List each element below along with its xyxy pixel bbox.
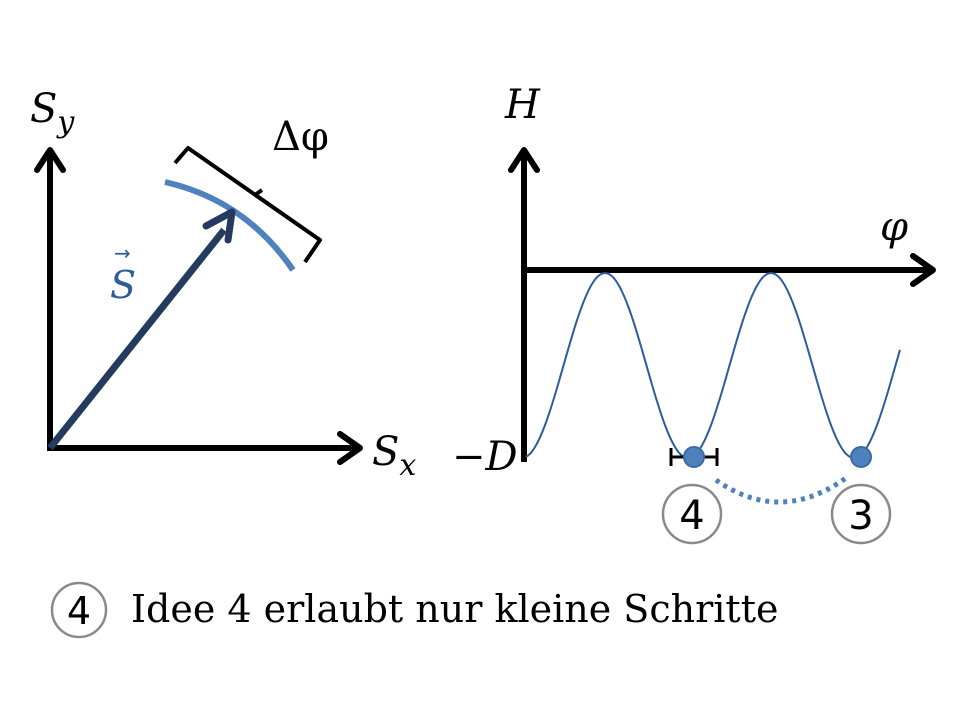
phi-axis-arrowhead — [910, 253, 936, 287]
delta-phi-label: Δφ — [272, 114, 329, 160]
phi-axis-label: φ — [880, 204, 908, 250]
sy-axis-label: Sy — [30, 86, 75, 140]
sy-axis-arrowhead — [34, 147, 66, 173]
caption-number: 4 — [67, 589, 91, 633]
sx-axis-subscript: x — [399, 448, 416, 483]
delta-phi-bracket — [173, 146, 322, 264]
spin-vector-diagram: Sy Sx S → Δφ — [30, 86, 416, 483]
idea-3-number: 3 — [848, 493, 873, 539]
caption: 4 Idee 4 erlaubt nur kleine Schritte — [50, 581, 778, 639]
caption-text: Idee 4 erlaubt nur kleine Schritte — [131, 587, 778, 631]
idea-4-circle — [661, 483, 723, 545]
orientation-arc — [164, 179, 296, 272]
sx-axis-label: Sx — [372, 429, 416, 483]
caption-number-circle — [50, 581, 108, 639]
spin-vector-label-arrow: → — [114, 241, 131, 265]
state-marker-3 — [850, 446, 872, 468]
sy-axis-subscript: y — [55, 105, 75, 140]
energy-curve — [525, 272, 901, 460]
spin-vector-label: S — [110, 263, 136, 307]
energy-landscape-diagram: H φ −D 4 3 — [452, 82, 936, 545]
sx-axis-arrowhead — [337, 431, 363, 465]
minus-d-label: −D — [452, 434, 518, 480]
h-axis-label: H — [504, 82, 541, 128]
state-marker-4 — [683, 446, 705, 468]
spin-vector-arrowhead — [202, 208, 236, 244]
h-axis-arrowhead — [508, 147, 540, 173]
jump-path — [714, 475, 848, 505]
idea-3-circle — [830, 483, 892, 545]
idea-4-number: 4 — [679, 493, 704, 539]
spin-vector — [47, 227, 227, 451]
